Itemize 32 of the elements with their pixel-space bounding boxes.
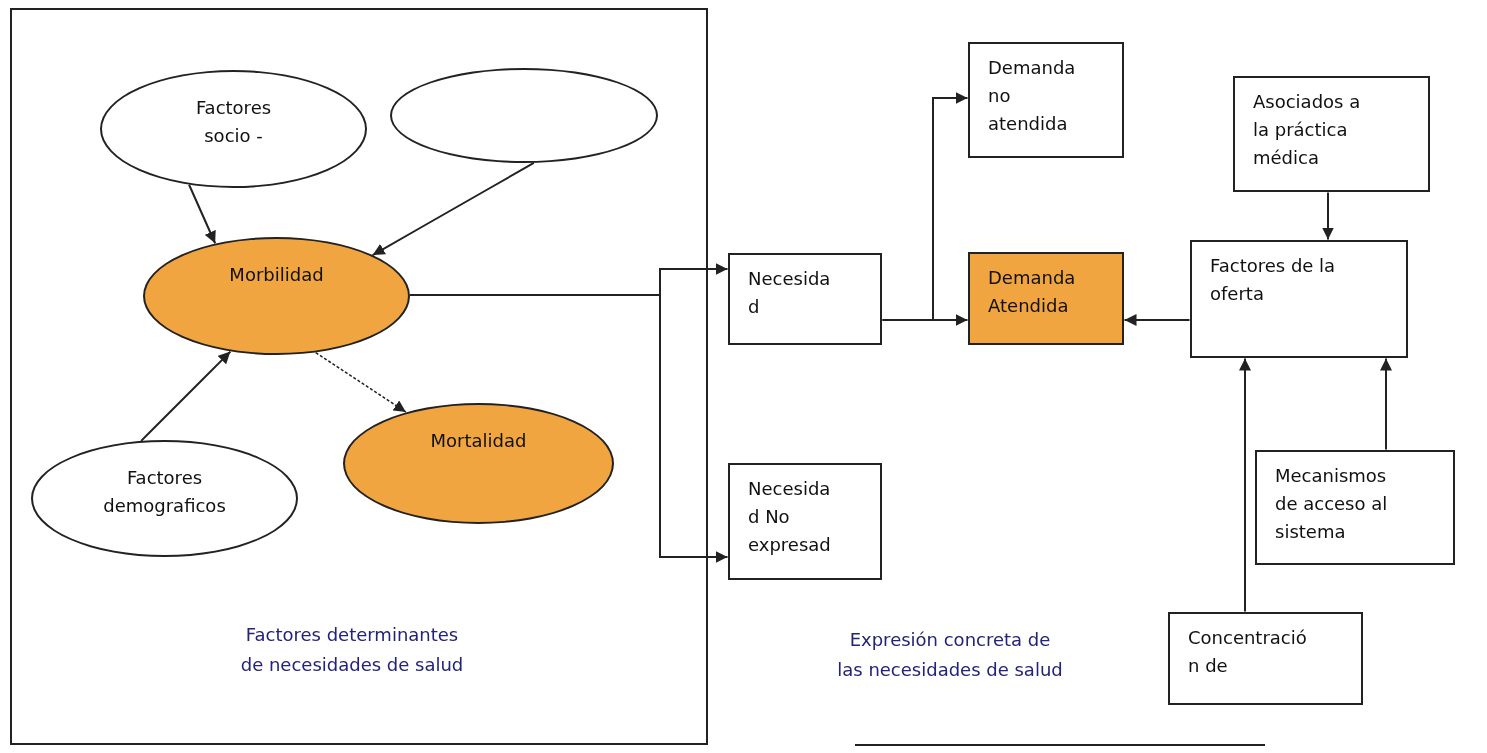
node-label: Factores demograficos bbox=[102, 466, 227, 518]
node-label: Demanda no atendida bbox=[988, 56, 1077, 136]
arrow bbox=[1322, 191, 1334, 241]
process-box bbox=[1190, 240, 1408, 358]
process-box bbox=[968, 42, 1124, 158]
node-label: Mortalidad bbox=[429, 429, 528, 453]
process-box bbox=[1255, 450, 1455, 565]
arrow bbox=[188, 183, 217, 245]
node-label: Asociados a la práctica médica bbox=[1253, 90, 1362, 170]
arrow bbox=[881, 314, 969, 326]
node-label: Factores de la oferta bbox=[1210, 254, 1337, 306]
node-label: Mecanismos de acceso al sistema bbox=[1275, 464, 1389, 544]
arrow bbox=[140, 350, 232, 442]
arrow bbox=[1123, 314, 1191, 326]
process-box bbox=[1233, 76, 1430, 192]
section-heading: Expresión concreta de las necesidades de salud bbox=[836, 628, 1064, 682]
node-label: Factores socio - bbox=[194, 96, 273, 148]
node-label: Morbilidad bbox=[228, 263, 325, 287]
panel-frame bbox=[10, 8, 708, 745]
node-label: Necesida d bbox=[748, 267, 832, 319]
arrow bbox=[371, 161, 535, 257]
node-label: Necesida d No expresad bbox=[748, 477, 832, 557]
process-box bbox=[968, 252, 1124, 345]
process-box bbox=[728, 253, 882, 345]
arrow bbox=[1380, 357, 1392, 451]
process-box bbox=[1168, 612, 1363, 705]
node-label: Concentració n de bbox=[1188, 626, 1308, 678]
arrow bbox=[315, 351, 407, 413]
panel-heading: Factores determinantes de necesidades de salud bbox=[239, 623, 465, 677]
arrow bbox=[1239, 357, 1251, 613]
node-label: Demanda Atendida bbox=[988, 266, 1077, 318]
process-box bbox=[728, 463, 882, 580]
